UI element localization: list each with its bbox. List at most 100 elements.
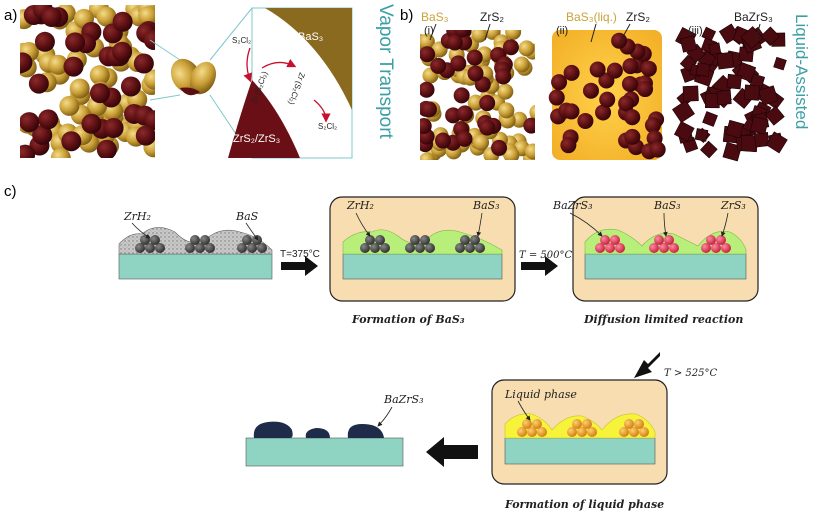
maroon-particle [420,46,436,63]
particle [582,419,592,429]
maroon-particle [644,117,661,134]
bazrs3-crystal [708,42,722,56]
particle [649,243,659,253]
particle [425,243,435,253]
b-ii-sub-label: (ii) [556,25,568,37]
particle [370,243,380,253]
maroon-particle [112,41,133,62]
b-ii-bas3-label: BaS₃(liq.) [566,10,617,24]
panel-b-iii-crystal-field [672,23,788,162]
particle [195,243,205,253]
maroon-particle [38,109,59,130]
particle [200,235,210,245]
panel-a-particle-field [20,5,155,158]
maroon-particle [577,112,594,129]
bazrs3-crystal [679,35,698,53]
particle [716,235,726,245]
bazrs3-crystal [758,85,779,106]
gold-particle [50,147,71,158]
particle [247,243,257,253]
stage3-bas3-label: BaS₃ [653,199,681,212]
reaction-arrow [313,99,331,123]
maroon-particle [589,61,606,78]
stage3-zrs3-label: ZrS₃ [720,199,746,212]
caption-2: Diffusion limited reaction [583,313,743,326]
particle [587,427,597,437]
particle [706,235,716,245]
maroon-particle [133,53,154,74]
gold-particle [48,54,69,75]
gold-particle [471,30,488,43]
stage-1-precursor-film [118,227,273,280]
maroon-particle [640,60,657,77]
caption-1: Formation of BaS₃ [351,313,465,326]
zrs-region [228,80,300,158]
particle [242,235,252,245]
temp-500: T = 500°C [519,250,572,261]
particle [577,427,587,437]
maroon-particle [467,65,484,82]
maroon-particle [624,109,641,126]
particle [145,243,155,253]
stage-2-capsule [329,196,516,302]
bazrs3-crystal [694,128,709,142]
maroon-particle [479,95,496,112]
s2cl2-bottom-label: S₂Cl₂ [318,122,337,131]
particle [639,427,649,437]
particle [455,243,465,253]
particle [415,243,425,253]
zoomed-particle-pair [170,58,217,96]
bazrs3-crystal [773,56,787,71]
panel-b-label: b) [400,7,413,24]
zoom-line [209,7,253,61]
maroon-particle [548,89,565,106]
maroon-particle [466,49,483,66]
maroon-particle [63,56,84,77]
bazrs3-crystal [716,51,735,70]
gold-particle [503,146,520,160]
particle [527,427,537,437]
particle [659,243,669,253]
bazrs3-crystal [682,85,699,102]
maroon-particle [551,74,568,91]
maroon-particle [41,7,62,28]
particle [380,243,390,253]
bazrs3-crystal [760,26,781,47]
maroon-particle [649,141,666,158]
maroon-particle [599,91,616,108]
particle [410,235,420,245]
maroon-particle [582,82,599,99]
particle [257,243,267,253]
temp-375: T=375°C [280,249,320,260]
final-bazrs3-film [245,421,404,467]
maroon-particle [563,64,580,81]
stage2-zrh2-label: ZrH₂ [346,199,374,212]
maroon-particle [453,87,470,104]
b-iii-bazrs3-label: BaZrS₃ [734,10,773,24]
bazrs3-crystal [673,121,695,142]
particle [610,235,620,245]
maroon-particle [621,75,638,92]
gold-particle [96,6,117,27]
maroon-particle [120,76,141,97]
maroon-particle [61,131,82,152]
stage-3-capsule [572,196,759,302]
maroon-particle [143,29,155,50]
gold-particle [69,78,90,99]
gold-particle [420,152,436,160]
s2cl2-top-label: S₂Cl₂ [232,36,251,45]
maroon-particle [420,117,432,134]
particle [572,419,582,429]
bazrs3-crystal [701,26,717,42]
panel-a-label: a) [4,7,17,24]
bazrs3-crystal [695,62,711,77]
gold-particle [498,102,515,119]
gold-particle [59,95,80,116]
bazrs3-crystal [764,105,785,126]
process-arrow-3: T > 525°C [634,352,717,379]
reaction-arrow [261,59,297,69]
gold-particle [138,6,155,26]
particle [140,235,150,245]
maroon-particle [606,62,623,79]
stage1-zrh2-label: ZrH₂ [123,210,151,223]
